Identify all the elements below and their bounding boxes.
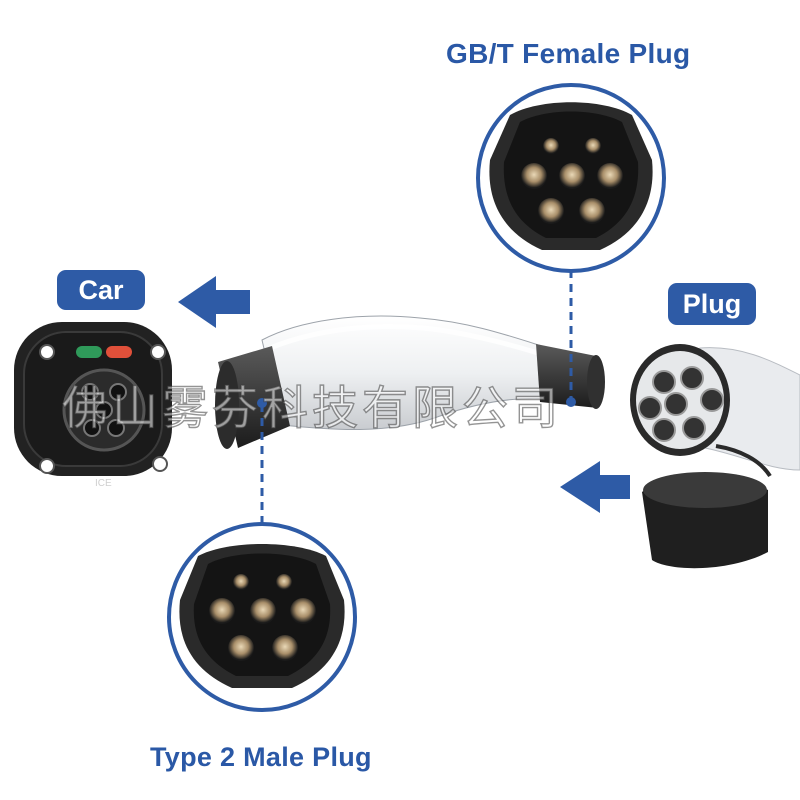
car-inlet-socket: ICE [14,322,172,489]
arrow-from-plug [560,461,630,513]
inlet-marking: ICE [95,478,112,489]
company-watermark: 佛山雾芬科技有限公司 [61,380,562,435]
type2-male-plug-caption: Type 2 Male Plug [150,742,372,772]
green-indicator [76,346,102,358]
arrow-to-car [178,276,250,328]
plug-badge: Plug [668,283,756,325]
type2-male-callout [167,522,357,712]
gbt-female-callout [476,83,666,273]
gbt-female-plug-caption: GB/T Female Plug [446,38,691,69]
adapter-body [215,315,605,449]
charging-plug [630,344,800,569]
red-indicator [106,346,132,358]
car-badge: Car [57,270,145,310]
